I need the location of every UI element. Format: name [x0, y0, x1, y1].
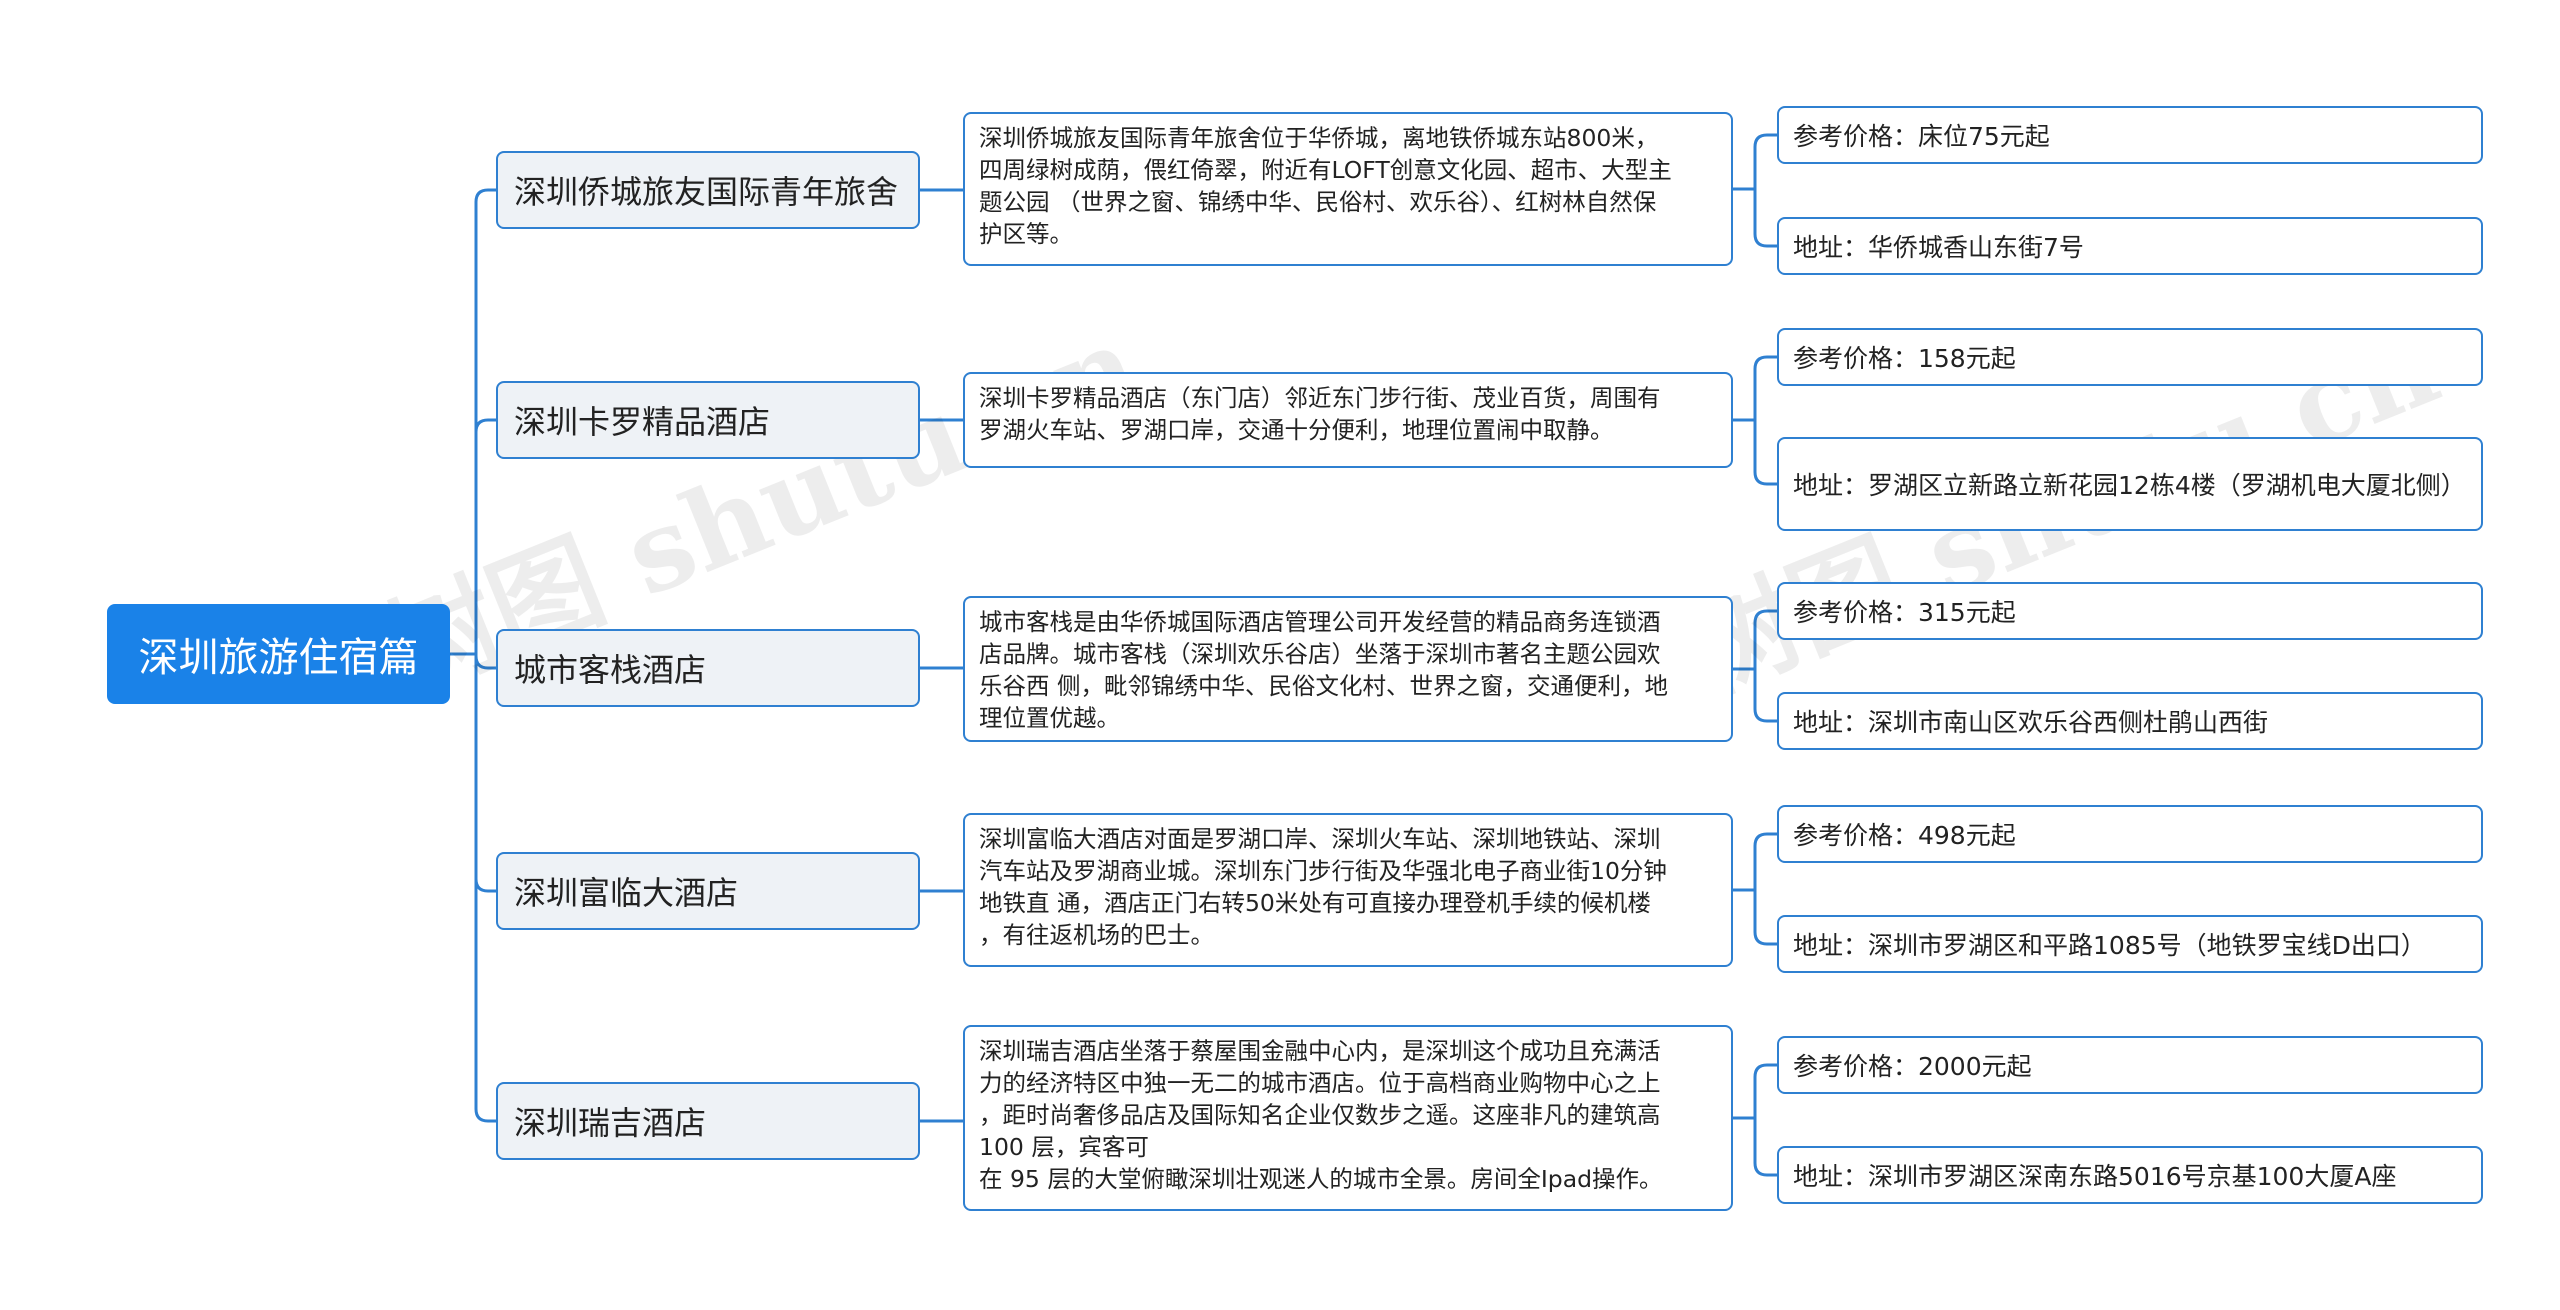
hotel-address-kaluo[interactable]: 地址：罗湖区立新路立新花园12栋4楼（罗湖机电大厦北侧） [1777, 437, 2483, 531]
detail-connector [1753, 890, 1777, 946]
hotel-node-city-inn[interactable]: 城市客栈酒店 [496, 629, 920, 707]
hotel-connector [474, 418, 496, 654]
detail-connector [1753, 420, 1777, 486]
hotel-connector [474, 654, 496, 1123]
hotel-node-qiaocheng[interactable]: 深圳侨城旅友国际青年旅舍 [496, 151, 920, 229]
detail-connector [1753, 669, 1777, 723]
hotel-address-fulin[interactable]: 地址：深圳市罗湖区和平路1085号（地铁罗宝线D出口） [1777, 915, 2483, 973]
hotel-description-st-regis[interactable]: 深圳瑞吉酒店坐落于蔡屋围金融中心内，是深圳这个成功且充满活 力的经济特区中独一无… [963, 1025, 1733, 1211]
hotel-description-city-inn[interactable]: 城市客栈是由华侨城国际酒店管理公司开发经营的精品商务连锁酒 店品牌。城市客栈（深… [963, 596, 1733, 742]
hotel-address-qiaocheng[interactable]: 地址：华侨城香山东街7号 [1777, 217, 2483, 275]
detail-connector [1753, 1063, 1777, 1118]
hotel-connector [474, 188, 496, 654]
hotel-description-fulin[interactable]: 深圳富临大酒店对面是罗湖口岸、深圳火车站、深圳地铁站、深圳 汽车站及罗湖商业城。… [963, 813, 1733, 967]
hotel-price-kaluo[interactable]: 参考价格：158元起 [1777, 328, 2483, 386]
detail-connector [1753, 189, 1777, 248]
detail-connector [1753, 133, 1777, 189]
hotel-description-kaluo[interactable]: 深圳卡罗精品酒店（东门店）邻近东门步行街、茂业百货，周围有 罗湖火车站、罗湖口岸… [963, 372, 1733, 468]
hotel-node-fulin[interactable]: 深圳富临大酒店 [496, 852, 920, 930]
root-node[interactable]: 深圳旅游住宿篇 [107, 604, 450, 704]
detail-connector [1753, 609, 1777, 669]
hotel-price-fulin[interactable]: 参考价格：498元起 [1777, 805, 2483, 863]
hotel-address-city-inn[interactable]: 地址：深圳市南山区欢乐谷西侧杜鹃山西街 [1777, 692, 2483, 750]
detail-connector [1753, 1118, 1777, 1177]
hotel-price-st-regis[interactable]: 参考价格：2000元起 [1777, 1036, 2483, 1094]
detail-connector [1753, 832, 1777, 890]
hotel-node-st-regis[interactable]: 深圳瑞吉酒店 [496, 1082, 920, 1160]
hotel-description-qiaocheng[interactable]: 深圳侨城旅友国际青年旅舍位于华侨城，离地铁侨城东站800米， 四周绿树成荫，偎红… [963, 112, 1733, 266]
hotel-address-st-regis[interactable]: 地址：深圳市罗湖区深南东路5016号京基100大厦A座 [1777, 1146, 2483, 1204]
hotel-price-city-inn[interactable]: 参考价格：315元起 [1777, 582, 2483, 640]
hotel-price-qiaocheng[interactable]: 参考价格：床位75元起 [1777, 106, 2483, 164]
detail-connector [1753, 355, 1777, 420]
hotel-node-kaluo[interactable]: 深圳卡罗精品酒店 [496, 381, 920, 459]
